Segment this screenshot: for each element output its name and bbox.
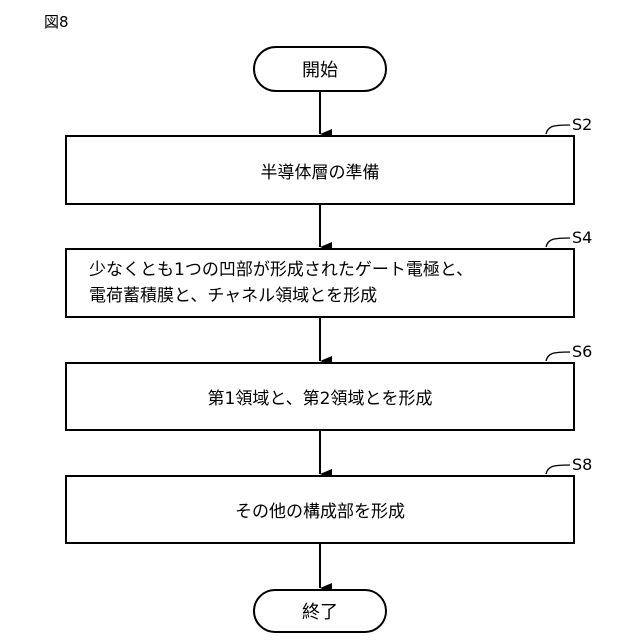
step-s6-text: 第1領域と、第2領域とを形成 [208,384,433,409]
step-s8-box: その他の構成部を形成 [65,475,575,544]
step-s8-text: その他の構成部を形成 [235,497,405,522]
step-s6-id: S6 [572,342,592,361]
step-s4-box: 少なくとも1つの凹部が形成されたゲート電極と、 電荷蓄積膜と、チャネル領域とを形… [65,248,575,318]
end-label: 終了 [302,598,338,624]
step-s6-box: 第1領域と、第2領域とを形成 [65,362,575,431]
end-terminal: 終了 [253,589,387,633]
start-terminal: 開始 [253,46,387,92]
step-s4-text-line1: 少なくとも1つの凹部が形成されたゲート電極と、 [89,257,473,283]
leader-s2 [546,125,570,134]
step-s2-id: S2 [572,115,592,134]
leader-s8 [546,465,570,474]
step-s8-id: S8 [572,455,592,474]
step-s4-id: S4 [572,228,592,247]
step-s4-text-line2: 電荷蓄積膜と、チャネル領域とを形成 [89,283,377,309]
leader-s6 [546,352,570,361]
step-s2-text: 半導体層の準備 [261,158,380,183]
leader-s4 [546,238,570,247]
start-label: 開始 [302,56,338,82]
step-s2-box: 半導体層の準備 [65,135,575,205]
